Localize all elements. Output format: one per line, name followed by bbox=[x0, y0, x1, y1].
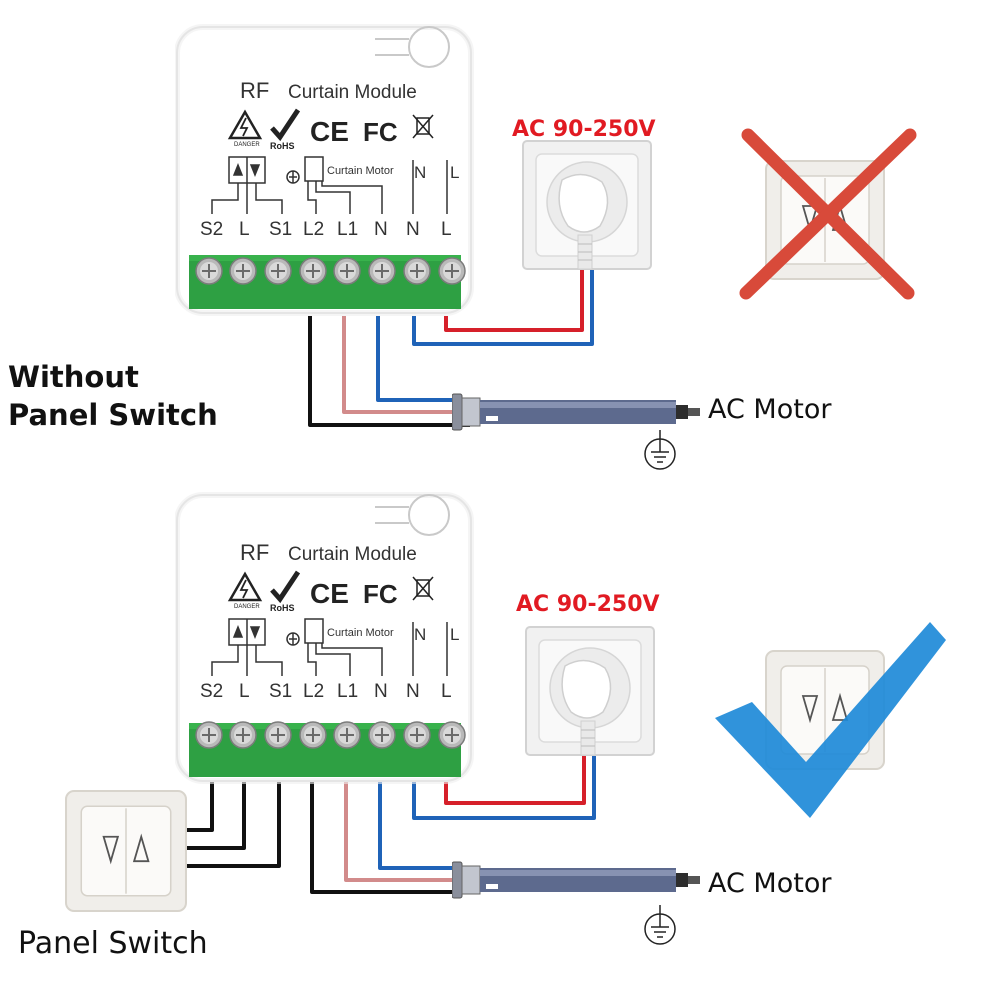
svg-text:N: N bbox=[406, 219, 420, 240]
motor-ground-icon bbox=[644, 905, 676, 945]
svg-text:RoHS: RoHS bbox=[270, 141, 295, 151]
svg-text:S1: S1 bbox=[269, 681, 292, 702]
svg-text:N: N bbox=[374, 219, 388, 240]
svg-text:S2: S2 bbox=[200, 219, 223, 240]
up-down-switch-icon bbox=[211, 156, 283, 214]
ac-motor-label: AC Motor bbox=[708, 868, 832, 899]
curtain-motor-label: Curtain Motor bbox=[327, 627, 394, 639]
power-outlet bbox=[525, 626, 655, 756]
svg-text:L1: L1 bbox=[337, 681, 358, 702]
top-diagram: RF Curtain Module DANGER RoHS CE FC bbox=[177, 27, 917, 470]
ground-icon bbox=[286, 632, 300, 646]
terminal-labels: S2 L S1 L2 L1 N N L bbox=[200, 219, 452, 240]
terminal-labels: S2 L S1 L2 L1 N N L bbox=[200, 681, 452, 702]
pink-wire bbox=[342, 316, 460, 414]
input-lines bbox=[412, 622, 448, 676]
bottom-wires bbox=[186, 756, 596, 894]
blue-motor-wire bbox=[378, 782, 460, 870]
fcc-mark-icon: FC bbox=[363, 117, 398, 147]
up-down-switch-icon bbox=[211, 618, 283, 676]
black-wire bbox=[310, 782, 470, 894]
svg-text:DANGER: DANGER bbox=[234, 604, 260, 610]
danger-triangle-icon: DANGER bbox=[227, 109, 263, 148]
danger-triangle-icon: DANGER bbox=[227, 571, 263, 610]
svg-text:N: N bbox=[406, 681, 420, 702]
svg-text:S2: S2 bbox=[200, 681, 223, 702]
panel-switch-label: Panel Switch bbox=[18, 926, 208, 961]
without-panel-title-line1: Without bbox=[8, 360, 139, 394]
module-name: Curtain Module bbox=[288, 544, 417, 565]
fcc-mark-icon: FC bbox=[363, 579, 398, 609]
svg-text:L2: L2 bbox=[303, 681, 324, 702]
ac-motor bbox=[452, 393, 701, 431]
red-live-wire bbox=[444, 756, 586, 805]
power-outlet bbox=[522, 140, 652, 270]
terminal-top-l: L bbox=[450, 625, 459, 644]
motor-symbol bbox=[304, 156, 383, 214]
svg-text:L2: L2 bbox=[303, 219, 324, 240]
bottom-diagram: RF Curtain Module DANGER RoHS CE FC bbox=[65, 495, 946, 945]
svg-text:S1: S1 bbox=[269, 219, 292, 240]
rohs-check-icon: RoHS bbox=[270, 570, 301, 613]
rohs-check-icon: RoHS bbox=[270, 108, 301, 151]
terminal-top-n: N bbox=[414, 163, 426, 182]
terminal-top-n: N bbox=[414, 625, 426, 644]
weee-bin-icon bbox=[412, 114, 434, 139]
input-lines bbox=[412, 160, 448, 214]
black-wire bbox=[308, 316, 470, 427]
motor-ground-icon bbox=[644, 430, 676, 470]
pink-wire bbox=[344, 782, 460, 882]
voltage-label: AC 90-250V bbox=[512, 117, 656, 142]
ce-mark-icon: CE bbox=[310, 116, 349, 147]
module-name: Curtain Module bbox=[288, 82, 417, 103]
terminal-top-l: L bbox=[450, 163, 459, 182]
voltage-label: AC 90-250V bbox=[516, 592, 660, 617]
svg-text:L: L bbox=[239, 219, 250, 240]
svg-text:N: N bbox=[374, 681, 388, 702]
ac-motor-label: AC Motor bbox=[708, 394, 832, 425]
module-brand: RF bbox=[240, 78, 269, 103]
without-panel-title-line2: Panel Switch bbox=[8, 398, 218, 432]
cross-icon bbox=[739, 128, 917, 300]
ac-motor bbox=[452, 861, 701, 899]
panel-switch bbox=[65, 790, 187, 912]
svg-text:RoHS: RoHS bbox=[270, 603, 295, 613]
blue-motor-wire bbox=[376, 316, 460, 402]
check-icon bbox=[715, 622, 946, 818]
module-brand: RF bbox=[240, 540, 269, 565]
top-wires bbox=[308, 262, 594, 427]
motor-symbol bbox=[304, 618, 383, 676]
svg-text:L: L bbox=[441, 219, 452, 240]
without-panel-title: Without Panel Switch bbox=[8, 358, 218, 434]
ground-icon bbox=[286, 170, 300, 184]
ce-mark-icon: CE bbox=[310, 578, 349, 609]
svg-text:L: L bbox=[239, 681, 250, 702]
blue-neutral-wire bbox=[412, 756, 596, 820]
svg-text:DANGER: DANGER bbox=[234, 142, 260, 148]
blue-neutral-wire bbox=[412, 262, 594, 346]
weee-bin-icon bbox=[412, 576, 434, 601]
svg-text:L1: L1 bbox=[337, 219, 358, 240]
svg-text:L: L bbox=[441, 681, 452, 702]
curtain-motor-label: Curtain Motor bbox=[327, 165, 394, 177]
red-live-wire bbox=[444, 262, 584, 332]
